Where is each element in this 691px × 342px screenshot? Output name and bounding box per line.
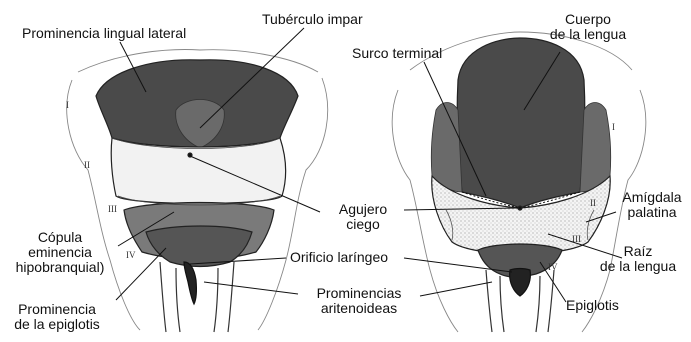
left-laryngeal-orifice (184, 262, 196, 304)
label-prominencia-epiglotis: Prominencia de la epiglotis (2, 302, 112, 332)
label-raiz-lengua: Raíz de la lengua (590, 244, 686, 274)
right-arch-numeral-ii: II (590, 198, 596, 208)
label-cuerpo-lengua-line2: de la lengua (540, 27, 636, 42)
label-copula-line2: eminencia (2, 245, 118, 260)
label-copula: Cópula eminencia hipobranquial) (2, 230, 118, 275)
left-embryo-drawing (67, 50, 328, 332)
label-copula-line1: Cópula (2, 230, 118, 245)
epiglottis-prominence-shape (146, 226, 252, 267)
label-surco-terminal: Surco terminal (352, 46, 442, 61)
leader-prominencia-epiglotis (116, 248, 166, 300)
label-agujero-ciego-line1: Agujero (318, 202, 408, 217)
label-cuerpo-lengua-line1: Cuerpo (540, 12, 636, 27)
right-laryngeal-orifice (510, 269, 531, 297)
label-prominencia-epiglotis-line2: de la epiglotis (2, 317, 112, 332)
right-embryo-drawing (392, 32, 646, 332)
label-amigdala-palatina: Amígdala palatina (614, 190, 690, 220)
left-arch-numeral-iii: III (108, 204, 117, 214)
label-prominencias-aritenoideas-line1: Prominencias (296, 286, 422, 301)
label-raiz-lengua-line1: Raíz (590, 244, 686, 259)
label-agujero-ciego-line2: ciego (318, 217, 408, 232)
left-arch-numeral-iv: IV (126, 250, 136, 260)
right-arch-numeral-i: I (612, 122, 615, 132)
label-prominencias-aritenoideas: Prominencias aritenoideas (296, 286, 422, 316)
left-arytenoid-swellings (160, 262, 234, 332)
label-raiz-lengua-line2: de la lengua (590, 259, 686, 274)
left-copula-light-region (111, 138, 285, 204)
label-epiglotis: Epiglotis (566, 298, 619, 313)
label-agujero-ciego: Agujero ciego (318, 202, 408, 232)
label-prominencias-aritenoideas-line2: aritenoideas (296, 301, 422, 316)
label-prominencia-epiglotis-line1: Prominencia (2, 302, 112, 317)
label-tuberculo-impar: Tubérculo impar (262, 12, 363, 27)
label-orificio-laringeo: Orificio laríngeo (290, 250, 388, 265)
tongue-body-shape (457, 38, 585, 208)
right-foramen-cecum (518, 206, 522, 210)
label-prominencia-lingual-lateral: Prominencia lingual lateral (22, 26, 186, 41)
label-copula-line3: hipobranquial) (2, 260, 118, 275)
right-arch-numeral-iv: IV (548, 262, 558, 272)
label-cuerpo-lengua: Cuerpo de la lengua (540, 12, 636, 42)
left-arch-numeral-ii: II (84, 160, 90, 170)
label-amigdala-palatina-line1: Amígdala (614, 190, 690, 205)
leader-prominencias-aritenoideas-right (420, 282, 492, 296)
left-arch-numeral-i: I (66, 100, 69, 110)
label-amigdala-palatina-line2: palatina (614, 205, 690, 220)
